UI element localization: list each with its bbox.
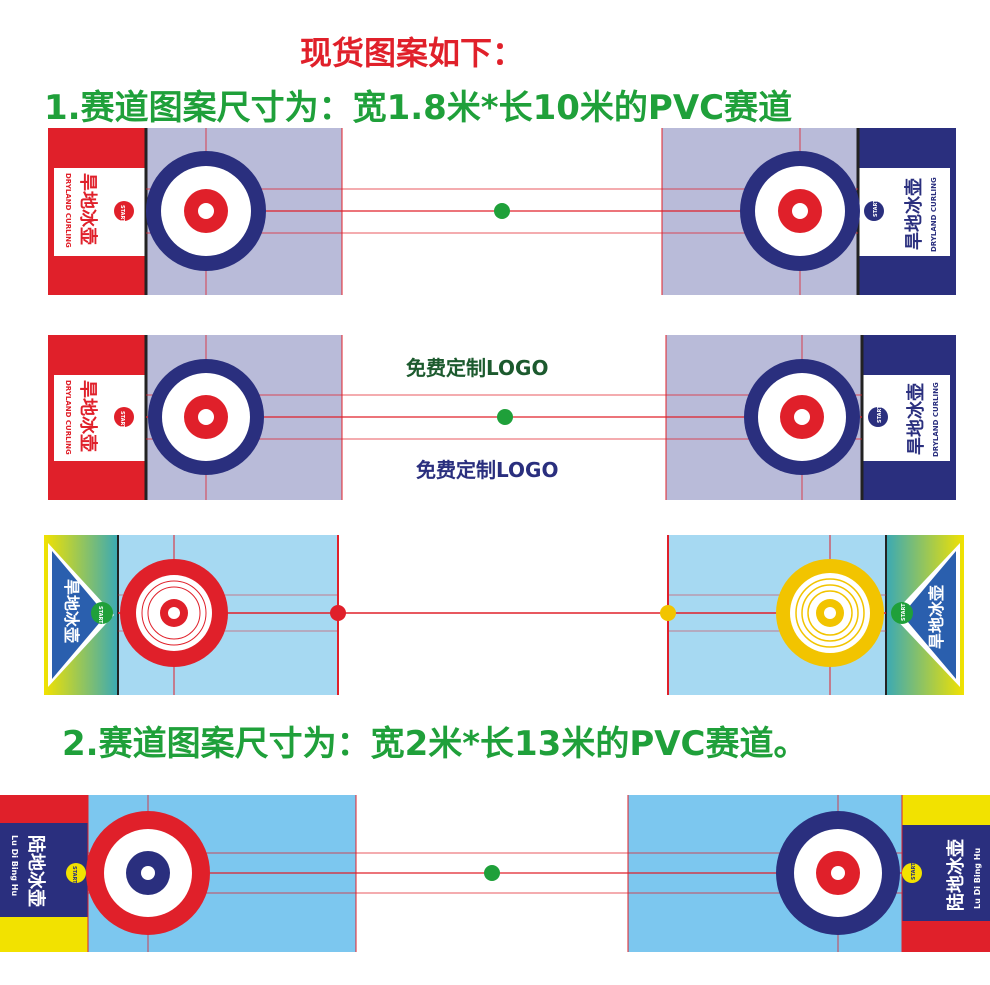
lane-2-brand-en-right: DRYLAND CURLING <box>932 382 940 457</box>
lane-4-brand-en-right: Lu Di Bing Hu <box>973 848 982 909</box>
lane-4-graphic: 陆地冰壶 Lu Di Bing Hu 陆地冰壶 Lu Di Bing Hu ST… <box>0 795 990 952</box>
lane-3-brand-right: 旱地冰壶 <box>927 585 946 649</box>
start-label: START <box>119 411 125 429</box>
curling-lane-3: 旱地冰壶 旱地冰壶 START START <box>44 535 964 695</box>
lane-1-brand-right: 旱地冰壶 <box>903 178 925 250</box>
lane-1-graphic: 旱地冰壶 DRYLAND CURLING 旱地冰壶 DRYLAND CURLIN… <box>48 128 956 295</box>
lane-1-brand-left: 旱地冰壶 <box>77 173 99 245</box>
lane-3-graphic: 旱地冰壶 旱地冰壶 START START <box>44 535 964 695</box>
lane-1-brand-en-left: DRYLAND CURLING <box>64 173 72 248</box>
start-label: START <box>877 405 883 423</box>
lane-1-brand-en-right: DRYLAND CURLING <box>930 177 938 252</box>
lane-2-brand-left: 旱地冰壶 <box>77 380 99 452</box>
page-title: 现货图案如下： <box>300 34 525 72</box>
curling-lane-2: 免费定制LOGO 免费定制LOGO 旱地冰壶 DRYLAND CURLING 旱… <box>48 335 956 500</box>
lane-4-brand-left: 陆地冰壶 <box>25 835 47 907</box>
start-label: START <box>911 862 917 880</box>
lane-2-brand-en-left: DRYLAND CURLING <box>64 380 72 455</box>
lane-4-brand-right: 陆地冰壶 <box>945 839 967 911</box>
lane-2-brand-right: 旱地冰壶 <box>905 383 927 455</box>
custom-logo-label-bottom: 免费定制LOGO <box>416 458 558 482</box>
curling-lane-4: 陆地冰壶 Lu Di Bing Hu 陆地冰壶 Lu Di Bing Hu ST… <box>0 795 990 952</box>
start-label: START <box>901 603 907 621</box>
lane-3-brand-left: 旱地冰壶 <box>62 579 81 643</box>
curling-lane-1: 旱地冰壶 DRYLAND CURLING 旱地冰壶 DRYLAND CURLIN… <box>48 128 956 295</box>
lane-4-brand-en-left: Lu Di Bing Hu <box>10 835 19 896</box>
lane-spec-1: 1.赛道图案尺寸为：宽1.8米*长10米的PVC赛道 <box>44 88 793 128</box>
start-label: START <box>119 205 125 223</box>
start-label: START <box>71 866 77 884</box>
lane-spec-2: 2.赛道图案尺寸为：宽2米*长13米的PVC赛道。 <box>62 724 808 764</box>
start-label: START <box>873 199 879 217</box>
start-label: START <box>97 606 103 624</box>
custom-logo-label-top: 免费定制LOGO <box>406 356 548 380</box>
lane-2-graphic: 免费定制LOGO 免费定制LOGO 旱地冰壶 DRYLAND CURLING 旱… <box>48 335 956 500</box>
